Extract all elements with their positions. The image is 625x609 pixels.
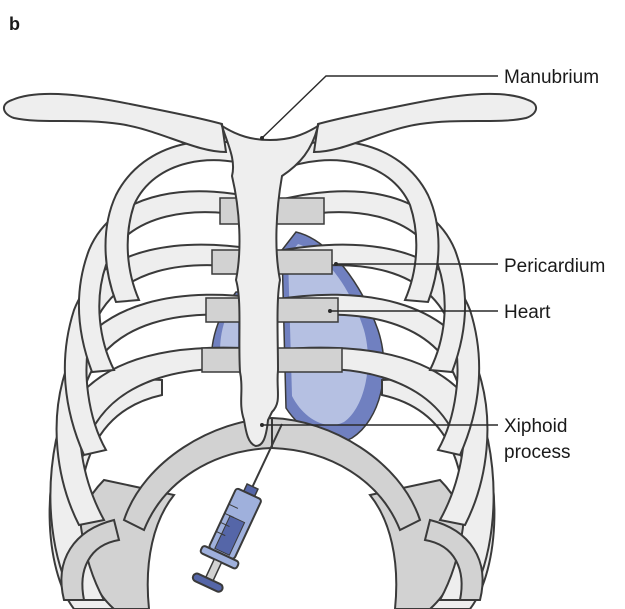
pericardium-dot	[334, 262, 338, 266]
label-manubrium: Manubrium	[504, 66, 599, 90]
xiphoid-dot	[260, 423, 264, 427]
label-xiphoid-line1: Xiphoid	[504, 415, 567, 439]
manubrium-dot	[260, 136, 264, 140]
label-pericardium: Pericardium	[504, 255, 605, 279]
clavicle-right	[314, 94, 536, 152]
clavicle-left	[4, 94, 226, 152]
label-xiphoid-line2: process	[504, 441, 571, 465]
label-heart: Heart	[504, 301, 550, 325]
heart-dot	[328, 309, 332, 313]
